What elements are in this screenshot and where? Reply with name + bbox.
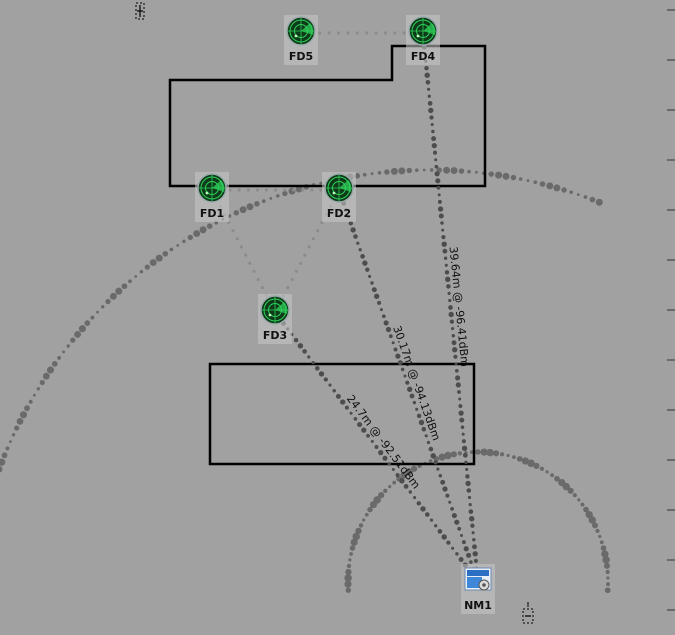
marker-top-left[interactable] — [135, 2, 145, 20]
radar-icon — [197, 173, 227, 203]
radar-icon — [286, 16, 316, 46]
node-label: FD5 — [289, 50, 313, 63]
radar-icon — [260, 295, 290, 325]
node-fd5[interactable]: FD5 — [284, 15, 318, 65]
radar-icon — [408, 16, 438, 46]
node-label: FD4 — [411, 50, 436, 63]
node-fd4[interactable]: FD4 — [406, 15, 440, 65]
radar-icon — [324, 173, 354, 203]
node-fd2[interactable]: FD2 — [322, 172, 356, 222]
right-ruler — [667, 9, 675, 611]
node-nm1[interactable]: NM1 — [461, 564, 495, 614]
marker-bottom-right[interactable] — [522, 602, 534, 624]
node-fd1[interactable]: FD1 — [195, 172, 229, 222]
node-label: FD2 — [327, 207, 351, 220]
node-label: FD3 — [263, 329, 287, 342]
obstacle-upper[interactable] — [168, 44, 487, 188]
node-label: NM1 — [464, 599, 492, 612]
network-manager-icon — [464, 567, 492, 591]
obstacle-lower[interactable] — [208, 362, 476, 466]
node-fd3[interactable]: FD3 — [258, 294, 292, 344]
node-label: FD1 — [200, 207, 224, 220]
